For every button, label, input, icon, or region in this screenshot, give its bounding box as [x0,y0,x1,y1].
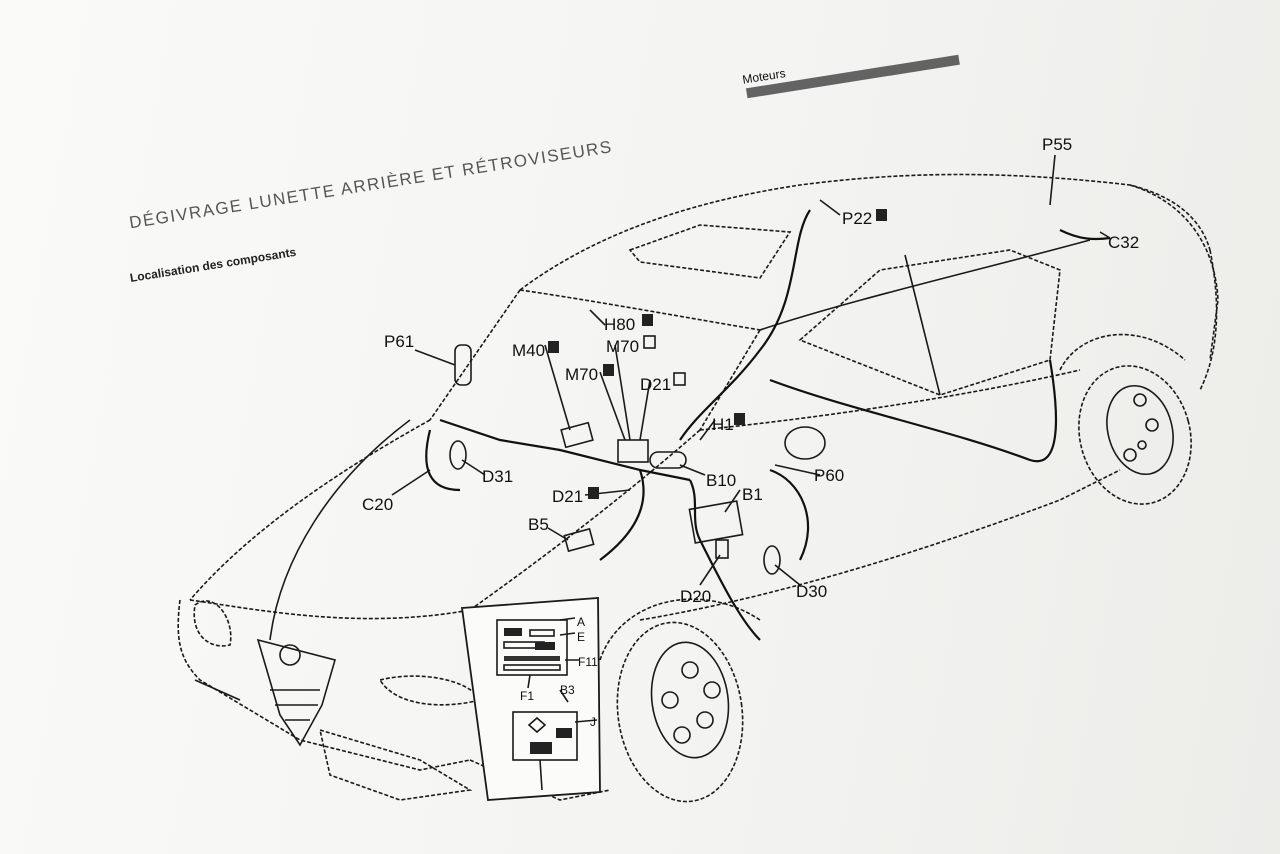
fuse-label-a: A [577,615,585,629]
fuse-label-b3: B3 [560,683,575,697]
label-p22-badge [876,209,887,221]
fuse-box-labels: A E F11 F1 B3 J [520,615,598,729]
label-d21-a: D21 [640,375,671,394]
header-tag: Moteurs [741,66,786,87]
leader-lines [391,154,1111,586]
label-p22: P22 [842,209,872,228]
wiring-harness [425,209,1111,641]
label-h1: H1 [712,415,734,434]
label-p61: P61 [384,332,414,351]
label-b5: B5 [528,515,549,534]
label-m70-b: M70 [565,365,598,384]
label-p55: P55 [1042,135,1072,154]
label-b10: B10 [706,471,736,490]
car-outline [177,173,1219,803]
label-m70-b-badge [603,364,614,376]
label-c32: C32 [1108,233,1139,252]
label-d31: D31 [482,467,513,486]
label-c20: C20 [362,495,393,514]
fuse-label-e: E [577,630,585,644]
redacted-bar [745,54,960,99]
label-m70-a-badge [643,335,656,349]
label-m40-badge [548,341,559,353]
label-b1: B1 [742,485,763,504]
fuse-label-f1: F1 [520,689,534,703]
label-m70-a: M70 [606,337,639,356]
document-title: DÉGIVRAGE LUNETTE ARRIÈRE ET RÉTROVISEUR… [128,137,614,232]
label-h80-badge [642,314,653,326]
label-d30: D30 [796,582,827,601]
label-d20: D20 [680,587,711,606]
label-d21-b: D21 [552,487,583,506]
component-labels: P55 P22 C32 P61 M40 H80 M70 M70 D21 H1 D… [362,135,1139,606]
label-p60: P60 [814,466,844,485]
fuse-label-j: J [590,715,596,729]
fuse-label-f11: F11 [578,655,598,669]
label-h1-badge [734,413,745,425]
label-h80: H80 [604,315,635,334]
label-d21-b-badge [588,487,599,499]
document-subtitle: Localisation des composants [129,245,297,285]
label-m40: M40 [512,341,545,360]
fuse-box-inset [460,597,601,801]
label-d21-a-badge [673,372,686,386]
